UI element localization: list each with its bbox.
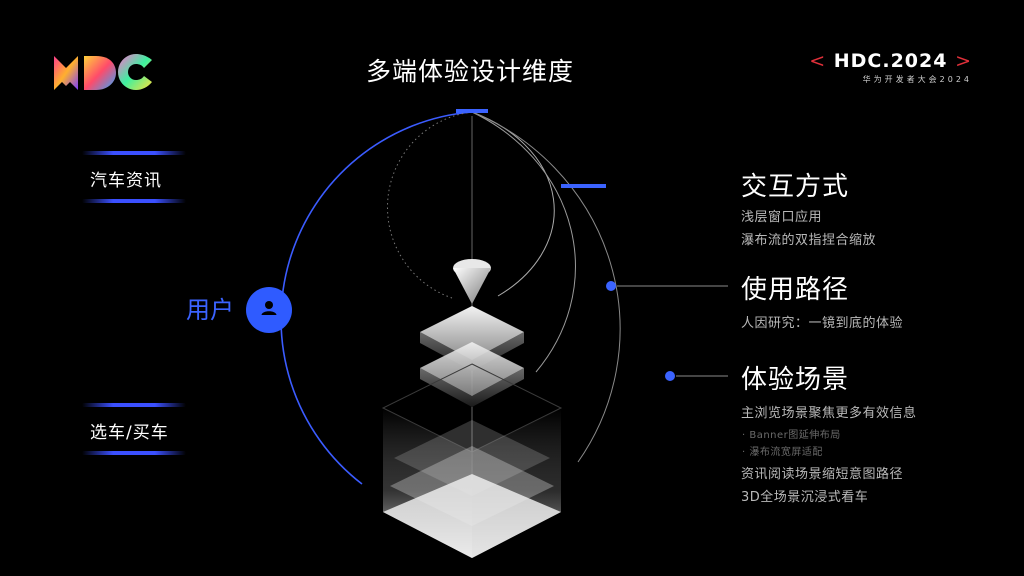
dimension-interaction-item: 浅层窗口应用	[741, 210, 823, 225]
cone-body	[453, 268, 491, 304]
dimension-scene-title: 体验场景	[741, 365, 850, 395]
dimension-scene-subitem: · 瀑布流宽屏适配	[742, 447, 823, 458]
dimension-scene-subitem: · Banner图延伸布局	[742, 430, 841, 441]
dimension-scene-item: 资讯阅读场景缩短意图路径	[741, 467, 904, 482]
path-dot	[606, 281, 616, 291]
cube-bottom-face	[383, 474, 561, 558]
dimension-scene-item: 3D全场景沉浸式看车	[741, 490, 869, 505]
user-avatar	[246, 287, 292, 333]
category-car-buying[interactable]: 选车/买车	[90, 423, 169, 443]
highlight-bar-bottom-1	[82, 199, 186, 203]
arc-path	[471, 111, 576, 373]
user-icon	[258, 297, 280, 323]
dimension-path-item: 人因研究：一镜到底的体验	[741, 316, 904, 331]
user-arc	[280, 111, 473, 485]
dimension-interaction-item: 瀑布流的双指捏合缩放	[741, 233, 877, 248]
user-label: 用户	[186, 296, 234, 324]
dimension-interaction-title: 交互方式	[741, 172, 850, 202]
category-auto-news[interactable]: 汽车资讯	[90, 171, 162, 191]
brand-subtitle: 华为开发者大会2024	[862, 75, 972, 84]
scene-dot	[665, 371, 675, 381]
arc-scene	[471, 111, 621, 463]
top-marker	[456, 109, 488, 113]
highlight-bar-bottom-2	[82, 451, 186, 455]
dimension-scene-item: 主浏览场景聚焦更多有效信息	[741, 406, 917, 421]
dimension-path-title: 使用路径	[741, 275, 850, 305]
interaction-marker	[561, 184, 606, 188]
highlight-bar-top-1	[82, 151, 186, 155]
hdc-brand: < HDC.2024 > 华为开发者大会2024	[809, 50, 972, 85]
hdc-logo	[52, 52, 154, 92]
brand-text: HDC.2024	[833, 50, 948, 72]
brand-bracket-close: >	[955, 50, 972, 72]
plate-1-top	[420, 306, 524, 360]
plate-2-top	[420, 342, 524, 396]
highlight-bar-top-2	[82, 403, 186, 407]
plate-2-side	[420, 368, 524, 407]
cube-inner-layer-1	[394, 420, 550, 496]
slide-title: 多端体验设计维度	[365, 57, 574, 86]
cube-top-edge	[381, 363, 563, 453]
brand-bracket-open: <	[809, 50, 827, 72]
